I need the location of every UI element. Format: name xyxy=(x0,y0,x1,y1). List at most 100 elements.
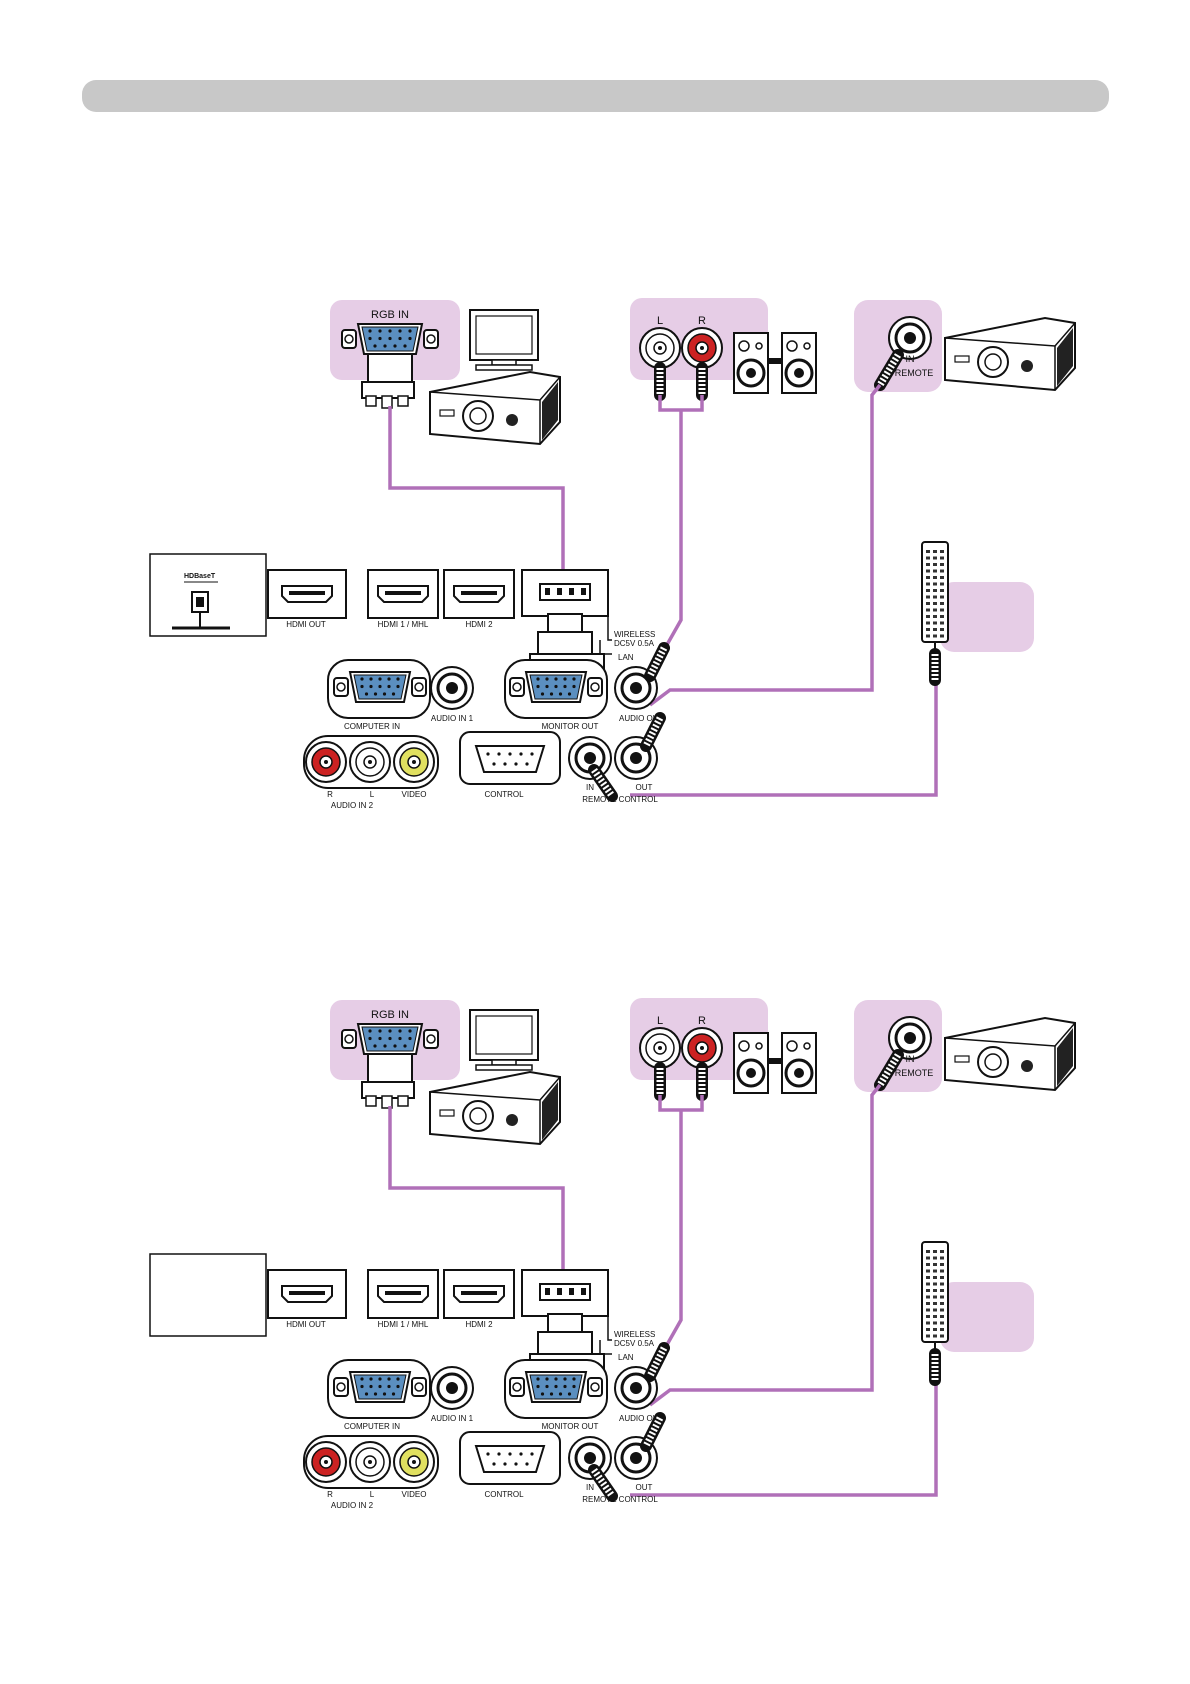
monitor-icon xyxy=(469,1009,539,1071)
vga-plug-top xyxy=(361,1053,415,1109)
dc-label: DC5V 0.5A xyxy=(614,1339,655,1348)
hdmi2-port xyxy=(443,1269,515,1319)
audio-in2-r-label: R xyxy=(327,1490,333,1499)
hdmi-out-label: HDMI OUT xyxy=(286,1320,326,1329)
right-rca-port xyxy=(681,1027,723,1069)
remote-control-out-label: OUT xyxy=(636,783,653,792)
audio-in2-r-jack xyxy=(305,1441,347,1483)
audio-out-plug xyxy=(644,642,670,682)
rgb-cable xyxy=(388,1106,565,1338)
rgb-in-port xyxy=(341,323,439,355)
monitor-out-connector xyxy=(509,1371,603,1403)
remote-plug xyxy=(874,349,904,391)
audio-out-label: AUDIO OUT xyxy=(619,1414,664,1423)
monitor-out-label: MONITOR OUT xyxy=(542,1422,599,1431)
monitor-out-connector xyxy=(509,671,603,703)
video-jack xyxy=(393,741,435,783)
remote-out-cable xyxy=(630,1380,938,1497)
remote-label: REMOTE xyxy=(895,1068,934,1078)
speaker-icon-right xyxy=(781,332,817,394)
monitor-out-label: MONITOR OUT xyxy=(542,722,599,731)
audio-in2-label: AUDIO IN 2 xyxy=(331,801,374,810)
audio-in1-jack xyxy=(430,666,474,710)
right-label: R xyxy=(698,315,706,327)
audio-cable xyxy=(658,395,704,651)
wireless-port xyxy=(521,1269,609,1317)
audio-in2-l-label: L xyxy=(370,790,375,799)
projector-icon-2 xyxy=(944,316,1076,392)
remote-control-in-label: IN xyxy=(586,783,594,792)
projector-icon-1 xyxy=(429,1070,561,1146)
hdbaset-box xyxy=(149,1253,267,1337)
speaker-icon-right xyxy=(781,1032,817,1094)
audio-in2-label: AUDIO IN 2 xyxy=(331,1501,374,1510)
vga-plug-top xyxy=(361,353,415,409)
audio-out-plug xyxy=(644,1342,670,1382)
audio-in2-panel xyxy=(303,1435,439,1489)
video-jack xyxy=(393,1441,435,1483)
video-label: VIDEO xyxy=(402,790,427,799)
hdbaset-port-icon xyxy=(172,591,230,630)
remote-out-cable xyxy=(630,680,938,797)
computer-in-connector xyxy=(333,1371,427,1403)
remote-controller-icon xyxy=(921,1241,949,1352)
left-rca-port xyxy=(639,327,681,369)
rgb-in-label: RGB IN xyxy=(371,309,409,321)
computer-in-port xyxy=(327,1359,431,1419)
control-label: CONTROL xyxy=(484,790,524,799)
control-port xyxy=(459,731,561,785)
remote-controller-icon xyxy=(921,541,949,652)
audio-out-label: AUDIO OUT xyxy=(619,714,664,723)
monitor-out-port xyxy=(504,659,608,719)
lan-label: LAN xyxy=(618,653,634,662)
computer-in-port xyxy=(327,659,431,719)
audio-in2-r-jack xyxy=(305,741,347,783)
hdmi-out-port xyxy=(267,569,347,619)
remote-control-label: REMOTE CONTROL xyxy=(582,795,658,804)
projector-icon-2 xyxy=(944,1016,1076,1092)
hdmi1-port xyxy=(367,569,439,619)
monitor-out-port xyxy=(504,1359,608,1419)
rgb-cable xyxy=(388,406,565,638)
audio-in1-label: AUDIO IN 1 xyxy=(431,714,474,723)
wireless-label: WIRELESS xyxy=(614,1330,655,1339)
speaker-link xyxy=(768,358,782,364)
projector-icon-1 xyxy=(429,370,561,446)
monitor-icon xyxy=(469,309,539,371)
remote-in-cable xyxy=(648,1083,882,1407)
computer-in-label: COMPUTER IN xyxy=(344,1422,400,1431)
remote-control-in-label: IN xyxy=(586,1483,594,1492)
control-port xyxy=(459,1431,561,1485)
remote-in-jack xyxy=(888,1016,932,1060)
computer-in-label: COMPUTER IN xyxy=(344,722,400,731)
remote-control-out-label: OUT xyxy=(636,1483,653,1492)
port-bracket xyxy=(599,1316,612,1355)
hdmi-out-port xyxy=(267,1269,347,1319)
remote-plug xyxy=(874,1049,904,1091)
audio-in2-r-label: R xyxy=(327,790,333,799)
remote-in-jack xyxy=(888,316,932,360)
remote-control-out-plug xyxy=(640,1412,666,1452)
hdmi2-port xyxy=(443,569,515,619)
speaker-icon-left xyxy=(733,1032,769,1094)
right-label: R xyxy=(698,1015,706,1027)
left-label: L xyxy=(657,315,663,327)
wireless-label: WIRELESS xyxy=(614,630,655,639)
video-label: VIDEO xyxy=(402,1490,427,1499)
rgb-in-label: RGB IN xyxy=(371,1009,409,1021)
hdmi1-label: HDMI 1 / MHL xyxy=(378,1320,429,1329)
audio-in1-label: AUDIO IN 1 xyxy=(431,1414,474,1423)
audio-in2-panel xyxy=(303,735,439,789)
speaker-link xyxy=(768,1058,782,1064)
remote-control-in-plug xyxy=(588,764,618,802)
remote-in-label: IN xyxy=(906,1054,915,1064)
remote-in-label: IN xyxy=(906,354,915,364)
audio-cable xyxy=(658,1095,704,1351)
computer-in-connector xyxy=(333,671,427,703)
audio-in2-l-jack xyxy=(349,741,391,783)
remote-label: REMOTE xyxy=(895,368,934,378)
hdmi1-port xyxy=(367,1269,439,1319)
